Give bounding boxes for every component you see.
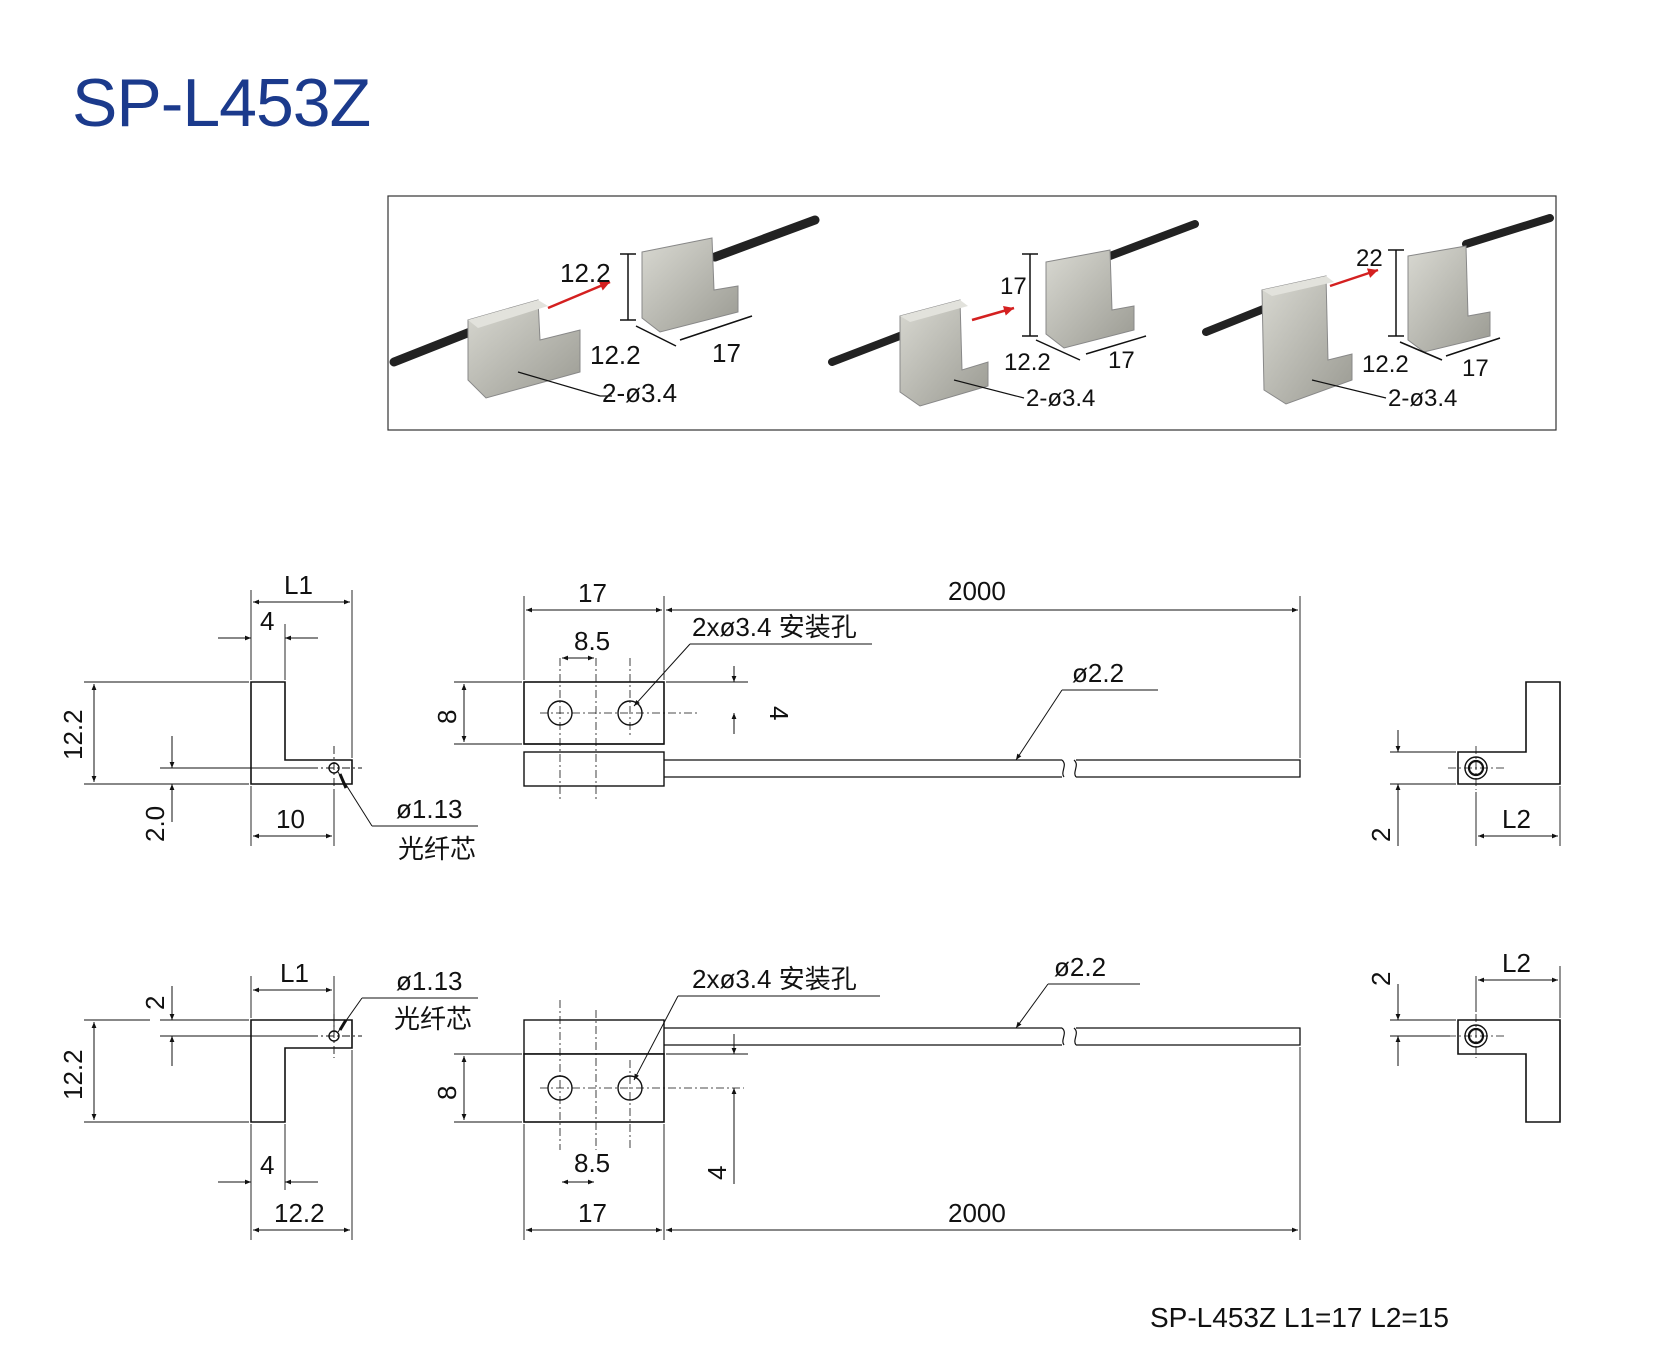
top-front-view [454, 596, 1301, 800]
top-side-L1: L1 [284, 570, 313, 600]
top-front-h4: 4 [764, 706, 794, 720]
model-spec-footer: SP-L453Z L1=17 L2=15 [1150, 1302, 1449, 1333]
top-front-w17: 17 [578, 578, 607, 608]
photo-2-width: 12.2 [1004, 349, 1051, 376]
top-front-cable-dia: ø2.2 [1072, 658, 1124, 688]
top-front-holes-label: 2xø3.4 安装孔 [692, 612, 857, 642]
photo-2-height: 17 [1000, 273, 1027, 300]
top-side-h2: 2.0 [140, 806, 170, 842]
bottom-front-holes-label: 2xø3.4 安装孔 [692, 964, 857, 994]
top-front-h8: 8 [432, 710, 462, 724]
photo-1-height: 12.2 [560, 258, 611, 288]
photo-2-holes: 2-ø3.4 [1026, 385, 1095, 412]
page-title: SP-L453Z [72, 65, 371, 141]
bottom-side-core-dia: ø1.13 [396, 966, 463, 996]
top-end-h2: 2 [1366, 828, 1396, 842]
bottom-front-h4: 4 [702, 1166, 732, 1180]
photo-variant-3: 22 12.2 17 2-ø3.4 [1202, 214, 1554, 412]
bottom-side-h2: 2 [140, 996, 170, 1010]
photo-3-holes: 2-ø3.4 [1388, 385, 1457, 412]
top-side-core-dia: ø1.13 [396, 794, 463, 824]
photo-3-depth: 17 [1462, 355, 1489, 382]
photo-1-width: 12.2 [590, 340, 641, 370]
photo-variant-1: 12.2 12.2 17 2-ø3.4 [389, 215, 820, 408]
photo-1-depth: 17 [712, 338, 741, 368]
photo-3-height: 22 [1356, 245, 1383, 272]
bottom-front-cable-dia: ø2.2 [1054, 952, 1106, 982]
top-front-len2000: 2000 [948, 576, 1006, 606]
bottom-front-w17: 17 [578, 1198, 607, 1228]
bottom-front-w85: 8.5 [574, 1148, 610, 1178]
bottom-side-view [84, 976, 478, 1240]
bottom-end-h2: 2 [1366, 972, 1396, 986]
photo-panel: 12.2 12.2 17 2-ø3.4 17 12.2 17 2-ø3.4 [387, 195, 1557, 431]
bottom-side-core-label: 光纤芯 [394, 1004, 472, 1034]
top-end-L2: L2 [1502, 804, 1531, 834]
bottom-side-L1: L1 [280, 958, 309, 988]
top-side-view [84, 590, 478, 846]
top-end-view [1390, 681, 1561, 846]
bottom-front-len2000: 2000 [948, 1198, 1006, 1228]
top-side-w10: 10 [276, 804, 305, 834]
bottom-end-view [1390, 966, 1561, 1123]
top-front-w85: 8.5 [574, 626, 610, 656]
photo-3-width: 12.2 [1362, 351, 1409, 378]
top-side-h12: 12.2 [58, 709, 88, 760]
bottom-end-L2: L2 [1502, 948, 1531, 978]
bottom-side-w12: 12.2 [274, 1198, 325, 1228]
bottom-side-w4: 4 [260, 1150, 274, 1180]
photo-variant-2: 17 12.2 17 2-ø3.4 [828, 220, 1199, 412]
bottom-front-view [454, 983, 1301, 1240]
top-side-w4: 4 [260, 606, 274, 636]
photo-2-depth: 17 [1108, 347, 1135, 374]
photo-1-holes: 2-ø3.4 [602, 378, 677, 408]
top-side-core-label: 光纤芯 [398, 834, 476, 864]
bottom-side-h12: 12.2 [58, 1049, 88, 1100]
bottom-front-h8: 8 [432, 1086, 462, 1100]
